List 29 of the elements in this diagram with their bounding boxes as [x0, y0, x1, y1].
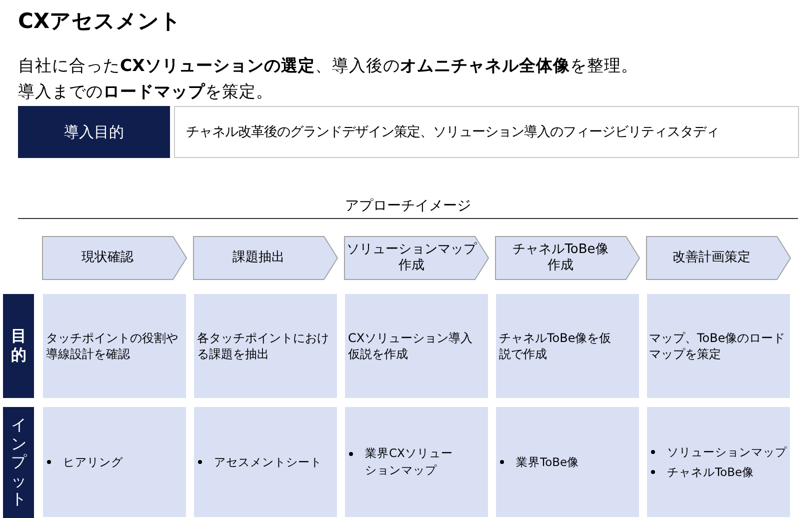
list-item-text: 業界CXソリューションマップ — [365, 445, 454, 479]
heading-box: 導入目的 — [18, 106, 170, 158]
list-item-text: ヒアリング — [63, 454, 124, 470]
purpose-cell: CXソリューション導入仮説を作成 — [345, 294, 488, 398]
list-item-text: 業界ToBe像 — [516, 454, 580, 470]
purpose-cell: チャネルToBe像を仮説で作成 — [496, 294, 639, 398]
summary-text: 導入までのロードマップを策定。 — [18, 82, 273, 103]
purpose-cell: タッチポイントの役割や導線設計を確認 — [43, 294, 186, 398]
input-cell — [496, 407, 639, 517]
input-cell — [194, 407, 337, 517]
section-heading: アプローチイメージ — [345, 198, 471, 215]
input-cell — [43, 407, 186, 517]
list-item-text: アセスメントシート — [214, 454, 323, 470]
purpose-cell: 各タッチポイントにおける課題を抽出 — [194, 294, 337, 398]
list-item-text: チャネルToBe像 — [667, 464, 756, 480]
description-box: チャネル改革後のグランドデザイン策定、ソリューション導入のフィージビリティスタディ — [174, 106, 799, 158]
input-cell — [647, 407, 790, 517]
process-step: 課題抽出 — [193, 236, 338, 280]
row-header: インプット — [3, 407, 34, 518]
process-step: ソリューションマップ作成 — [344, 236, 489, 280]
list-item-text: ソリューションマップ — [667, 444, 788, 460]
process-step: 現状確認 — [42, 236, 187, 280]
purpose-cell: マップ、ToBe像のロードマップを策定 — [647, 294, 790, 398]
input-cell — [345, 407, 488, 517]
process-step: 改善計画策定 — [646, 236, 791, 280]
slide-title: CXアセスメント — [18, 9, 182, 34]
summary-text: 自社に合ったCXソリューションの選定、導入後のオムニチャネル全体像を整理。 — [18, 56, 638, 77]
process-step: チャネルToBe像作成 — [495, 236, 640, 280]
row-header: 目的 — [3, 294, 34, 398]
